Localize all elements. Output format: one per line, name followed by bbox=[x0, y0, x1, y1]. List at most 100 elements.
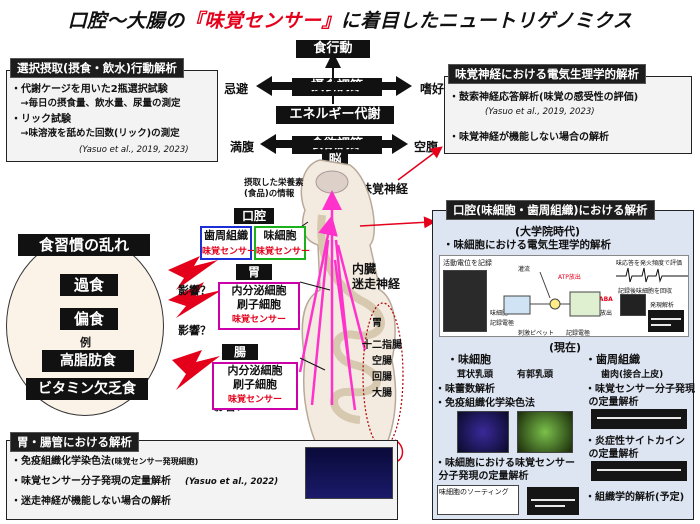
oral-analysis-panel: (大学院時代) ・味細胞における電気生理学的解析 活動電位を記録 味細胞 記録電… bbox=[432, 210, 695, 520]
habits-title: 食習慣の乱れ bbox=[18, 234, 150, 256]
electro-figure: 活動電位を記録 味細胞 記録電極 刺激ピペット 記録電極 灌流 ATP放出 GA… bbox=[439, 255, 689, 337]
stomach-connector bbox=[299, 281, 331, 291]
taste-nerve-label: 味覚神経 bbox=[360, 182, 409, 196]
gut-line-2: 刷子細胞 bbox=[233, 378, 277, 391]
title-highlight: 『味覚センサー』 bbox=[184, 10, 341, 32]
influence-label-2: 影響？ bbox=[178, 324, 211, 337]
vagus-label: 内臓 迷走神経 bbox=[352, 262, 401, 291]
oral-tag: 口腔 bbox=[234, 208, 274, 224]
fig-label-electrode: 記録電極 bbox=[490, 320, 515, 327]
fig-label-collect: 記録後味細胞を回収 bbox=[618, 288, 673, 295]
grad-label: (大学院時代) bbox=[515, 225, 581, 238]
perio-heading: ・歯周組織 bbox=[585, 353, 640, 366]
taste-cell-label: 味細胞 bbox=[263, 229, 297, 242]
perio-gel-2 bbox=[591, 461, 687, 481]
gut-stain-image bbox=[305, 447, 393, 499]
gut-line-1: 内分泌細胞 bbox=[227, 364, 283, 377]
fig-label-atp: ATP放出 bbox=[558, 274, 581, 281]
fig-apparatus bbox=[503, 271, 601, 317]
prefer-label: 嗜好 bbox=[420, 82, 445, 96]
taste-cell-heading: ・味細胞 bbox=[447, 353, 491, 366]
circumvallate-stain bbox=[517, 411, 573, 453]
oral-panel-header: 口腔(味細胞・歯周組織)における解析 bbox=[446, 200, 655, 220]
gut-analysis-ihc: ・免疫組織化学染色法 bbox=[11, 456, 111, 467]
double-arrow-intake bbox=[256, 76, 412, 96]
gut-sub: 味覚センサー bbox=[227, 395, 282, 405]
gut-analysis-ihc-note: (味覚センサー発現細胞) bbox=[111, 457, 199, 466]
taste-cell-item-1: ・味蕾数解析 bbox=[435, 384, 495, 395]
fig-label-taste-cell: 味細胞 bbox=[490, 310, 509, 317]
taste-cell-quant: ・味細胞における味覚センサー 分子発現の定量解析 bbox=[435, 458, 575, 482]
nerve-citation: (Yasuo et al., 2019, 2023) bbox=[485, 107, 595, 117]
fig-label-electrode-2: 記録電極 bbox=[566, 330, 591, 337]
behavior-citation: (Yasuo et al., 2019, 2023) bbox=[79, 145, 189, 155]
sorting-label: 味細胞のソーティング bbox=[439, 488, 509, 496]
nerve-panel-header: 味覚神経における電気生理学的解析 bbox=[448, 64, 646, 84]
periodontal-sub: 味覚センサー bbox=[202, 247, 257, 257]
nerve-line-1: ・鼓索神経応答解析(味覚の感受性の評価) bbox=[449, 92, 639, 103]
intestine-label-1: 十二指腸 bbox=[362, 340, 402, 351]
habit-example: 例 bbox=[80, 336, 91, 349]
lightning-bolts bbox=[168, 256, 222, 390]
taste-cell-box: 味細胞 味覚センサー bbox=[254, 226, 311, 260]
stomach-sub: 味覚センサー bbox=[231, 315, 286, 325]
digestive-tract bbox=[317, 214, 385, 424]
periodontal-label: 歯周組織 bbox=[204, 229, 248, 242]
gut-analysis-line-2: ・味覚センサー分子発現の定量解析 (Yasuo et al., 2022) bbox=[11, 475, 278, 489]
energy-bar: エネルギー代謝 bbox=[276, 106, 394, 124]
nerve-line-2: ・味覚神経が機能しない場合の解析 bbox=[449, 132, 609, 143]
taste-cell-item-2: ・免疫組織化学染色法 bbox=[435, 398, 535, 409]
behavior-line-2: →毎日の摂食量、飲水量、尿量の測定 bbox=[11, 98, 181, 109]
nutrient-info-label: 摂取した栄養素 (食品)の情報 bbox=[244, 178, 304, 199]
stomach-tag: 胃 bbox=[236, 264, 272, 280]
fig-label-response: 味応答を発火頻度で評価 bbox=[616, 260, 683, 267]
stomach-line-2: 刷子細胞 bbox=[237, 298, 281, 311]
gut-panel-header: 胃・腸管における解析 bbox=[10, 432, 139, 452]
behavior-line-3: ・リック試験 bbox=[11, 114, 71, 125]
brain-shape bbox=[315, 170, 349, 194]
sorting-image bbox=[437, 485, 519, 515]
gut-analysis-panel: ・免疫組織化学染色法(味覚センサー発現細胞) ・味覚センサー分子発現の定量解析 (… bbox=[6, 440, 398, 520]
habit-vitamin: ビタミン欠乏食 bbox=[26, 378, 148, 400]
perio-item-2: ・炎症性サイトカイン の定量解析 bbox=[585, 436, 685, 460]
fig-label-expression: 発現解析 bbox=[650, 302, 675, 309]
intestine-label-4: 大腸 bbox=[372, 388, 392, 399]
intestine-label-3: 回腸 bbox=[372, 372, 392, 383]
fig-label-gaba: GABA bbox=[594, 296, 613, 303]
perio-gel-1 bbox=[591, 409, 687, 429]
behavior-analysis-panel: ・代謝ケージを用いた2瓶選択試験 →毎日の摂食量、飲水量、尿量の測定 ・リック試… bbox=[6, 70, 218, 162]
gut-analysis-line-3: ・迷走神経が機能しない場合の解析 bbox=[11, 496, 171, 507]
stomach-line-1: 内分泌細胞 bbox=[231, 284, 287, 297]
perio-item-1: ・味覚センサー分子発現 の定量解析 bbox=[585, 384, 695, 408]
behavior-panel-header: 選択摂取(摂食・飲水)行動解析 bbox=[10, 58, 185, 78]
title-prefix: 口腔～大腸の bbox=[67, 10, 185, 32]
papilla-circumvallate: 有郭乳頭 bbox=[517, 370, 554, 380]
gut-analysis-citation: (Yasuo et al., 2022) bbox=[185, 477, 279, 487]
intestine-label-0: 胃 bbox=[372, 318, 382, 329]
nerve-analysis-panel: ・鼓索神経応答解析(味覚の感受性の評価) (Yasuo et al., 2019… bbox=[444, 76, 692, 154]
behavior-line-4: →味溶液を舐めた回数(リック)の測定 bbox=[11, 128, 180, 139]
fig-trace bbox=[616, 267, 688, 283]
fungiform-stain bbox=[457, 411, 509, 453]
perio-sub: 歯肉(接合上皮) bbox=[601, 370, 664, 380]
habit-highfat: 高脂肪食 bbox=[42, 350, 134, 372]
intestine-label-2: 空腸 bbox=[372, 356, 392, 367]
title-suffix: に着目したニュートリゲノミクス bbox=[340, 10, 633, 32]
gut-connector bbox=[299, 357, 326, 371]
grad-item: ・味細胞における電気生理学的解析 bbox=[443, 239, 611, 251]
vagus-nerve-arrows bbox=[298, 190, 367, 411]
influence-label-1: 影響？ bbox=[178, 284, 211, 297]
gut-analysis-line-1: ・免疫組織化学染色法(味覚センサー発現細胞) bbox=[11, 455, 198, 468]
gut-box: 内分泌細胞 刷子細胞 味覚センサー bbox=[212, 362, 298, 410]
gut-analysis-quant: ・味覚センサー分子発現の定量解析 bbox=[11, 476, 171, 487]
perio-item-3: ・組織学的解析(予定) bbox=[585, 492, 685, 503]
arrow-to-oral-panel bbox=[359, 216, 436, 229]
arrow-to-nerve-panel bbox=[397, 146, 443, 181]
periodontal-box: 歯周組織 味覚センサー bbox=[200, 226, 257, 260]
fig-collect-photo bbox=[620, 294, 646, 316]
intestine-label-ring bbox=[362, 302, 404, 448]
gut-tag: 腸 bbox=[222, 344, 258, 360]
full-label: 満腹 bbox=[230, 140, 255, 154]
taste-cell-sub: 味覚センサー bbox=[256, 247, 311, 257]
fig-label-record: 活動電位を記録 bbox=[443, 259, 492, 267]
